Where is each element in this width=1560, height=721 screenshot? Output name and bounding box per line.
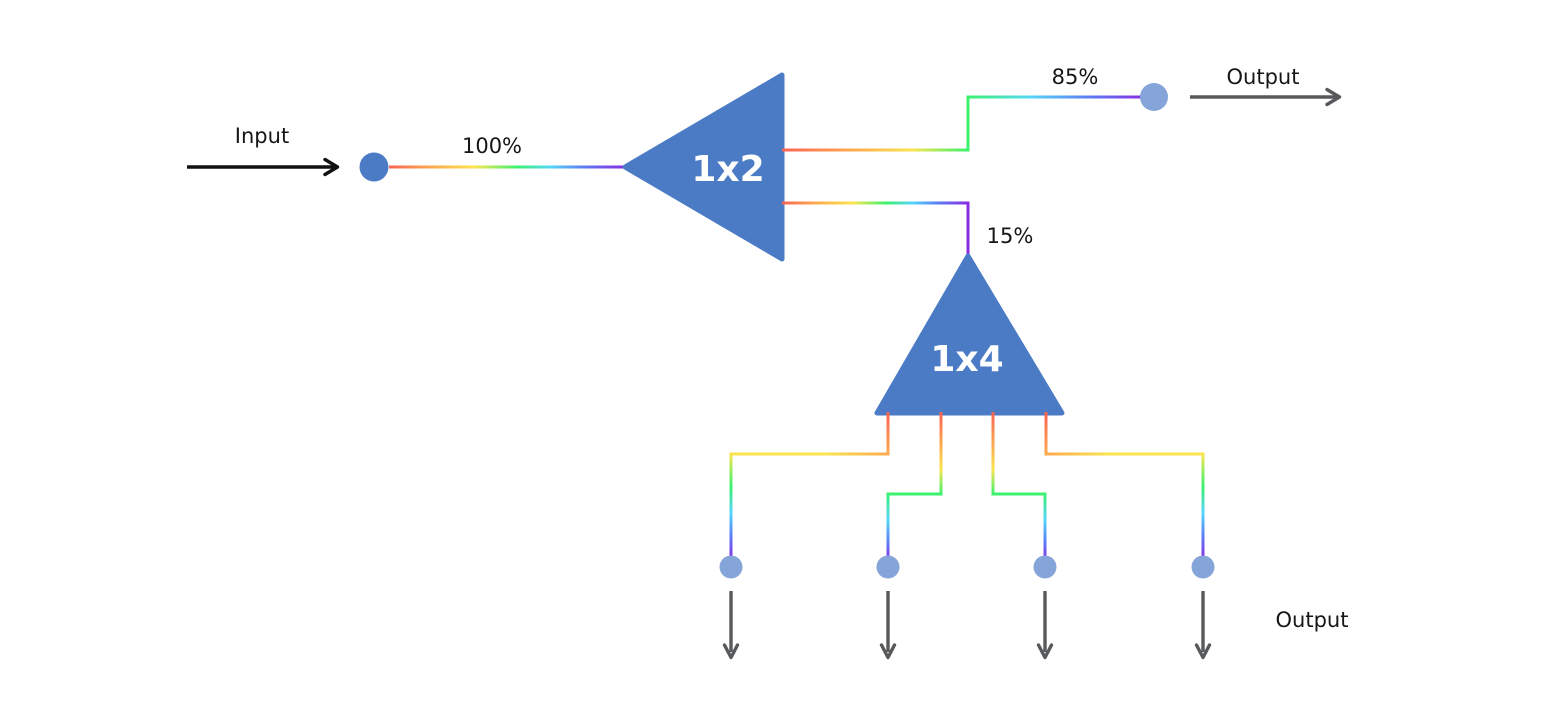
output-node-4 xyxy=(1191,555,1215,579)
output-arrow-2-head-icon xyxy=(879,643,897,660)
branch-85-percent-label: 85% xyxy=(1052,65,1099,89)
output-arrow-1-head-icon xyxy=(722,643,740,660)
splitter-1x4-label: 1x4 xyxy=(930,339,1003,380)
fanout-fiber-3 xyxy=(991,412,1047,560)
splitter-1x2-label: 1x2 xyxy=(691,149,764,190)
output-arrow-2 xyxy=(879,591,897,660)
output-node-3 xyxy=(1033,555,1057,579)
splitter-1x4 xyxy=(874,253,1065,416)
output-arrow-top-head-icon xyxy=(1325,87,1342,107)
splitter-1x2 xyxy=(622,72,785,262)
output-arrow-3-head-icon xyxy=(1036,643,1054,660)
input-arrowhead-icon xyxy=(323,157,340,177)
output-arrow-4 xyxy=(1194,591,1212,660)
input-arrow xyxy=(187,157,340,177)
fanout-fiber-2 xyxy=(886,412,943,560)
output-arrow-3 xyxy=(1036,591,1054,660)
input-percent-label: 100% xyxy=(462,134,522,158)
fanout-fiber-4 xyxy=(1044,412,1205,560)
output-label-top: Output xyxy=(1227,65,1300,89)
input-label: Input xyxy=(235,124,289,148)
output-label-bottom: Output xyxy=(1276,608,1349,632)
output-arrow-1 xyxy=(722,591,740,660)
output-arrow-4-head-icon xyxy=(1194,643,1212,660)
output-node-top xyxy=(1140,83,1168,111)
output-node-1 xyxy=(719,555,743,579)
output-node-2 xyxy=(876,555,900,579)
branch-85-fiber xyxy=(782,95,1146,152)
branch-15-fiber xyxy=(782,201,970,255)
output-arrow-top xyxy=(1190,87,1342,107)
fanout-fiber-1 xyxy=(729,412,890,560)
branch-15-percent-label: 15% xyxy=(987,224,1034,248)
input-node xyxy=(359,152,389,182)
